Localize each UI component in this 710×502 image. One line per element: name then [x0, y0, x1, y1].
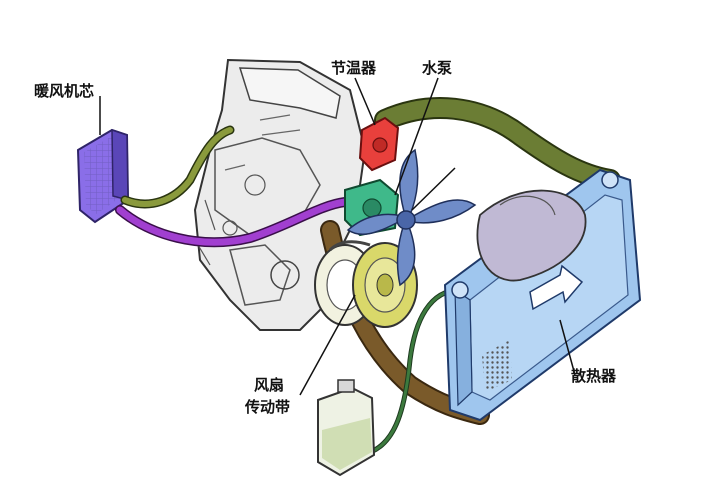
label-fan-belt-line2: 传动带 — [245, 398, 291, 416]
radiator — [443, 168, 642, 422]
fan-shroud — [476, 189, 587, 282]
label-heater-core: 暖风机芯 — [34, 82, 95, 100]
label-thermostat: 节温器 — [331, 59, 377, 77]
coolant-reservoir — [317, 379, 376, 477]
arrow-left-icon — [529, 264, 584, 311]
thermostat — [358, 116, 400, 172]
leader-lines — [99, 77, 576, 396]
label-fan-belt-line1: 风扇 — [254, 376, 285, 394]
label-water-pump: 水泵 — [422, 59, 453, 77]
heater-core — [76, 128, 130, 224]
label-radiator: 散热器 — [571, 367, 617, 385]
fan-blades — [346, 148, 477, 287]
